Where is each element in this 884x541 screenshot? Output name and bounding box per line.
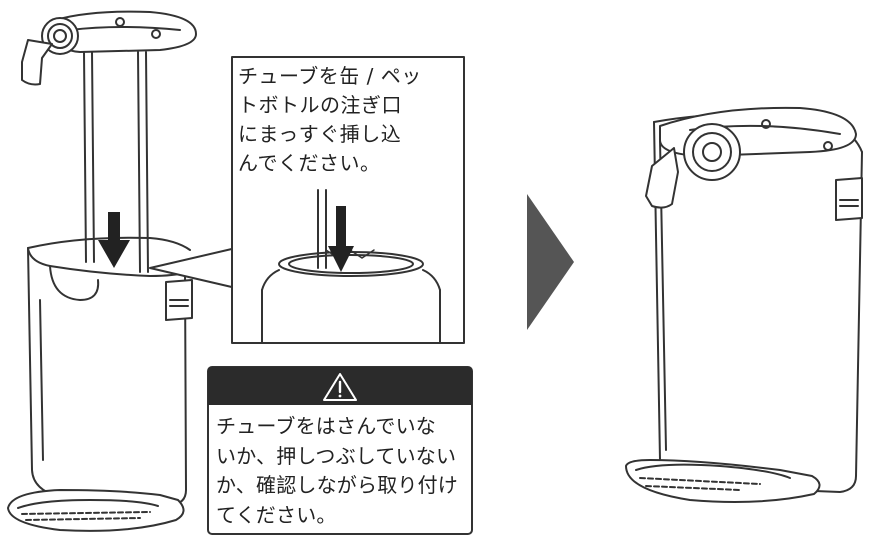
server-body-right (653, 113, 863, 493)
callout-box (231, 56, 465, 344)
callout-pointer (149, 247, 237, 289)
callout-instruction: チューブを缶 / ペッ トボトルの注ぎ口 にまっすぐ挿し込 んでください。 (238, 62, 458, 178)
callout-line-3: にまっすぐ挿し込 (238, 122, 402, 146)
insert-arrow-left (98, 212, 130, 268)
drip-tray-right (625, 459, 821, 503)
drip-tray-left (7, 489, 185, 532)
lid-right (645, 106, 857, 209)
callout-line-1: チューブを缶 / ペッ (238, 64, 422, 88)
warning-message: チューブをはさんでいな いか、押しつぶしていない か、確認しながら取り付け てく… (216, 412, 468, 530)
can-illustration (261, 189, 441, 343)
next-step-arrow-icon (527, 194, 574, 330)
server-body-left (27, 236, 193, 506)
warning-triangle-icon (323, 373, 357, 401)
lid-with-tubes (21, 10, 197, 273)
warning-line-1: チューブをはさんでいな (216, 414, 436, 438)
callout-line-4: んでください。 (238, 151, 381, 175)
callout-line-2: トボトルの注ぎ口 (238, 93, 402, 117)
warning-line-4: てください。 (216, 502, 337, 527)
warning-line-3: か、確認しながら取り付け (216, 473, 458, 497)
insert-arrow-callout (328, 206, 354, 272)
warning-line-2: いか、押しつぶしていない (216, 443, 457, 468)
